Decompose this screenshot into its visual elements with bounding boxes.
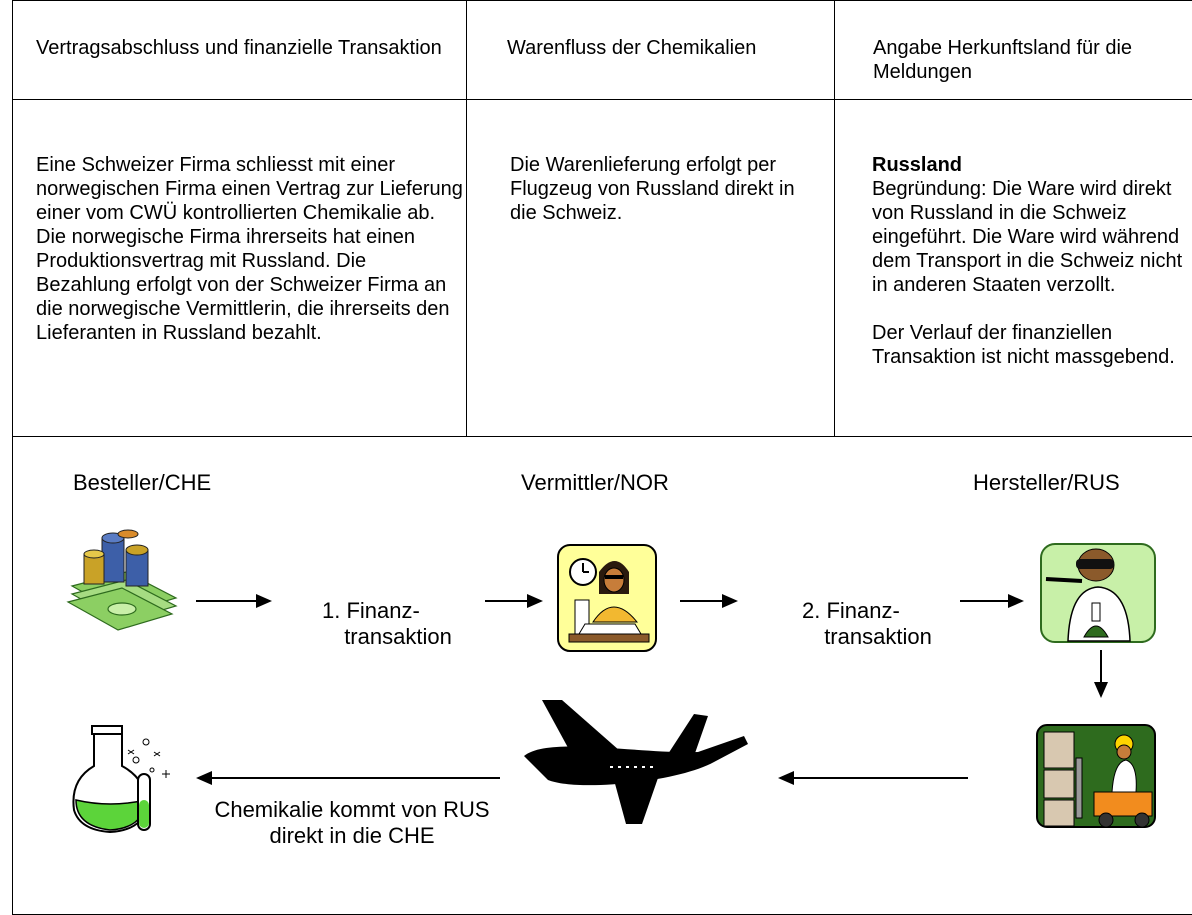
table-border-top [12, 0, 1192, 1]
airplane-icon [524, 700, 748, 824]
flask-icon [72, 725, 170, 834]
origin-cell: Russland Begründung: Die Ware wird direk… [872, 153, 1190, 369]
scientist-icon [1040, 543, 1156, 643]
arrow-step2-to-producer [960, 594, 1024, 608]
origin-country: Russland [872, 154, 963, 176]
arrow-buyer-to-step1 [196, 594, 272, 608]
broker-icon [557, 544, 657, 652]
party-broker-label: Vermittler/NOR [521, 470, 669, 495]
contract-description: Eine Schweizer Firma schliesst mit einer… [36, 154, 463, 344]
step-1-label: 1. Finanz- transaktion [322, 598, 452, 649]
row-divider [12, 436, 1192, 437]
origin-note: Der Verlauf der finanziellen Transaktion… [872, 322, 1175, 368]
header-contract: Vertragsabschluss und finanzielle Transa… [36, 37, 442, 59]
table-frame [12, 0, 1192, 915]
money-icon [66, 529, 178, 631]
party-producer-label: Hersteller/RUS [973, 470, 1120, 495]
column-divider-1 [466, 0, 467, 436]
arrow-step1-to-broker [485, 594, 543, 608]
header-divider [12, 99, 1192, 100]
step-2-label: 2. Finanz- transaktion [802, 598, 932, 649]
arrow-forklift-to-plane [778, 771, 968, 785]
arrow-producer-down [1094, 650, 1108, 698]
arrow-plane-to-flask [196, 771, 500, 785]
header-origin: Angabe Herkunftsland für die Meldungen [873, 37, 1133, 83]
delivery-label: Chemikalie kommt von RUS direkt in die C… [214, 797, 490, 848]
header-goods-flow: Warenfluss der Chemikalien [507, 37, 757, 59]
column-divider-2 [834, 0, 835, 436]
origin-reason: Begründung: Die Ware wird direkt von Rus… [872, 178, 1183, 296]
goods-flow-description: Die Warenlieferung erfolgt per Flugzeug … [510, 154, 795, 224]
forklift-worker-icon [1036, 724, 1156, 828]
party-buyer-label: Besteller/CHE [73, 470, 212, 495]
arrow-broker-to-step2 [680, 594, 738, 608]
